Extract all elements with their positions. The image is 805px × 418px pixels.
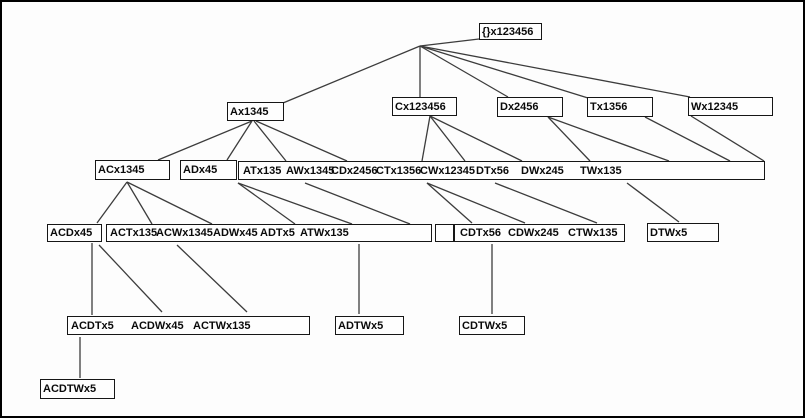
edge-line [237, 182, 353, 225]
edge-line [644, 116, 731, 162]
edge-line [126, 181, 213, 225]
edge-line [419, 45, 509, 98]
node-label: ACTWx135 [193, 319, 251, 332]
node-label: DTWx5 [650, 226, 688, 239]
node-acdtw: ACDTWx5 [40, 379, 115, 399]
edge-line [255, 120, 348, 162]
node-label: CWx12345 [420, 164, 476, 177]
node-quads-merged: ACDTx5 ACDWx45 ACTWx135 [67, 316, 310, 335]
node-ad: ADx45 [180, 160, 237, 180]
edge-line [547, 116, 670, 162]
node-label: ACx1345 [98, 164, 145, 176]
node-label: ACWx1345 [156, 227, 213, 239]
edge-line [157, 120, 253, 161]
edge-line [690, 115, 765, 162]
node-label: ADx45 [183, 164, 218, 176]
node-label: CDx2456 [331, 164, 378, 177]
edge-line [237, 182, 296, 225]
node-t: Tx1356 [587, 97, 653, 117]
node-label: CDTWx5 [462, 319, 508, 332]
node-label: CDWx245 [508, 227, 559, 239]
edge-line [429, 115, 466, 162]
edge-line [547, 116, 591, 162]
node-label: ACDx45 [50, 227, 93, 239]
node-label: Cx123456 [395, 100, 446, 113]
edge-line [226, 120, 253, 161]
node-label: Dx2456 [500, 101, 539, 113]
node-label: CTWx135 [568, 227, 618, 239]
node-dtw: DTWx5 [647, 223, 719, 242]
edge-line [282, 45, 421, 104]
edge-line [304, 182, 411, 225]
edge-line [253, 120, 287, 162]
node-label: ACDTWx5 [43, 383, 97, 395]
node-ac: ACx1345 [95, 160, 170, 180]
node-label: CTx1356 [376, 164, 422, 177]
node-label: DTx56 [476, 164, 510, 177]
node-label: ADTWx5 [338, 319, 384, 332]
node-label: ATWx135 [300, 227, 349, 239]
edge-line [626, 182, 680, 223]
edge-line [126, 181, 153, 225]
node-label: DWx245 [521, 164, 564, 177]
edge-line [426, 182, 473, 224]
node-adtw: ADTWx5 [335, 316, 404, 335]
node-cdtw: CDTWx5 [459, 316, 525, 335]
node-label: ACDWx45 [131, 319, 184, 332]
edge-line [419, 38, 480, 47]
node-label: Tx1356 [590, 101, 628, 113]
node-triples-c-merged: CDTx56 CDWx245 CTWx135 [454, 224, 625, 242]
node-empty-set: {}x123456 [479, 23, 542, 40]
node-label: ATx135 [243, 164, 282, 177]
edge-line [419, 45, 691, 98]
node-w: Wx12345 [688, 97, 773, 116]
node-d: Dx2456 [497, 97, 563, 117]
node-empty-cell [435, 224, 454, 242]
node-label: CDTx56 [460, 227, 501, 239]
edge-line [426, 182, 526, 224]
node-label: TWx135 [580, 164, 622, 177]
node-label: ADTx5 [260, 227, 295, 239]
node-label: ACDTx5 [71, 319, 114, 332]
node-label: Wx12345 [691, 100, 739, 113]
node-label: Ax1345 [230, 105, 269, 118]
edge-line [98, 244, 163, 313]
edge-line [494, 182, 598, 224]
edge-line [421, 115, 431, 162]
node-c: Cx123456 [392, 97, 457, 116]
node-label: ACTx135 [110, 227, 158, 239]
edge-line [419, 45, 589, 99]
node-label: AWx1345 [286, 164, 335, 177]
node-label: {}x123456 [482, 25, 534, 38]
node-a: Ax1345 [227, 102, 284, 121]
edge-line [429, 115, 523, 162]
node-acd: ACDx45 [47, 224, 102, 242]
node-label: ADWx45 [213, 227, 258, 239]
edge-line [176, 244, 248, 313]
edge-line [96, 181, 128, 224]
